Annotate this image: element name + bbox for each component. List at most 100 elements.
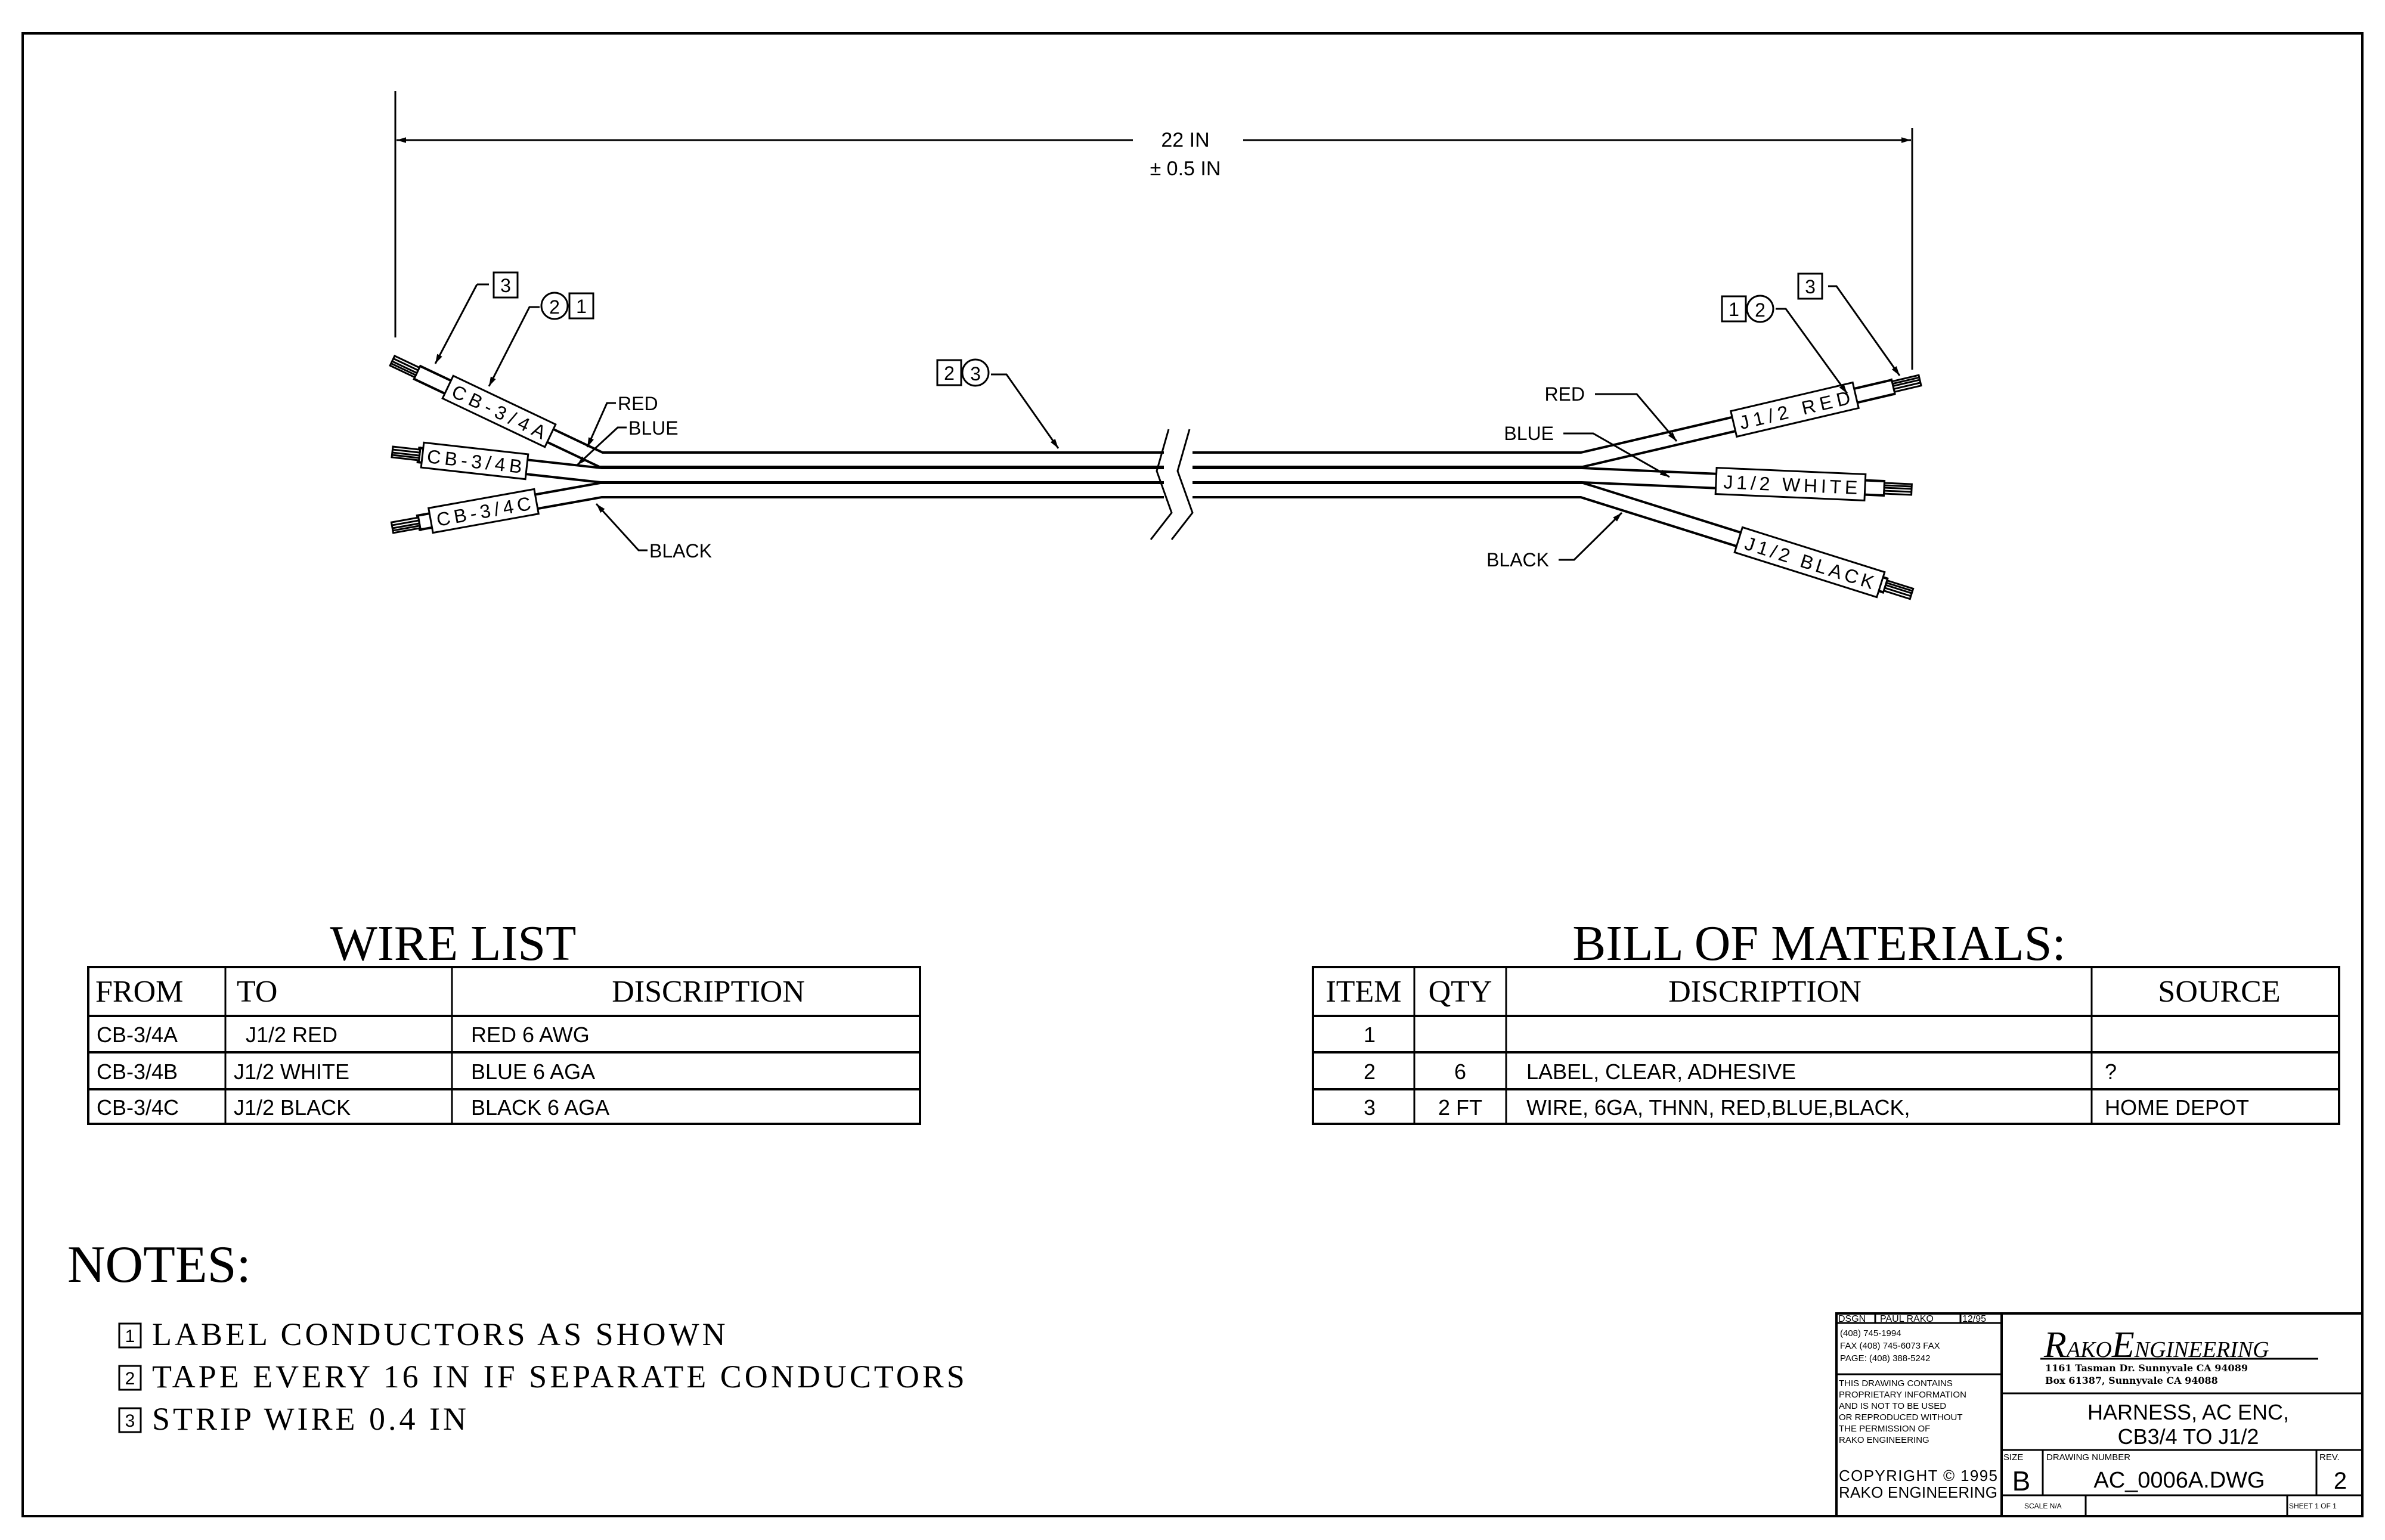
svg-text:J1/2 WHITE: J1/2 WHITE <box>234 1059 349 1084</box>
svg-text:1: 1 <box>1729 299 1739 320</box>
item-balloon <box>1746 295 1774 323</box>
svg-text:PROPRIETARY INFORMATION: PROPRIETARY INFORMATION <box>1839 1390 1966 1400</box>
size-label: SIZE <box>2003 1452 2023 1462</box>
svg-text:CB-3/4A: CB-3/4A <box>448 380 550 444</box>
dsgn-label: DSGN <box>1838 1314 1866 1324</box>
note-box <box>1797 272 1823 300</box>
notes-title: NOTES: <box>67 1236 251 1294</box>
rev-label: REV. <box>2319 1452 2340 1462</box>
note-box <box>936 359 962 386</box>
wire-color-callouts: RED BLUE BLACK RED BLUE BLACK <box>576 383 1678 571</box>
address-line2: Box 61387, Sunnyvale CA 94088 <box>2045 1375 2218 1386</box>
balloons-right: 1 2 3 <box>1721 272 1901 394</box>
wire-label: CB-3/4C <box>427 488 540 534</box>
svg-text:3: 3 <box>970 363 981 385</box>
drawing-title-line1: HARNESS, AC ENC, <box>2087 1400 2289 1424</box>
address-line1: 1161 Tasman Dr. Sunnyvale CA 94089 <box>2045 1362 2248 1374</box>
sheet-number: SHEET 1 OF 1 <box>2289 1502 2337 1510</box>
svg-text:RAKO ENGINEERING: RAKO ENGINEERING <box>1839 1435 1929 1445</box>
svg-text:THIS DRAWING CONTAINS: THIS DRAWING CONTAINS <box>1839 1378 1953 1389</box>
wire-label: J1/2 WHITE <box>1714 467 1867 501</box>
svg-text:AND IS NOT TO BE USED: AND IS NOT TO BE USED <box>1839 1401 1946 1411</box>
svg-text:1: 1 <box>576 296 587 317</box>
disclaimer: THIS DRAWING CONTAINS PROPRIETARY INFORM… <box>1839 1378 1966 1445</box>
svg-text:2: 2 <box>944 362 955 384</box>
callout-black-right: BLACK <box>1486 549 1549 571</box>
balloons-middle: 2 3 <box>936 358 1060 449</box>
svg-text:THE PERMISSION OF: THE PERMISSION OF <box>1839 1424 1930 1434</box>
wire-label: CB-3/4B <box>420 441 529 481</box>
svg-text:3: 3 <box>1805 276 1816 298</box>
pager: PAGE: (408) 388-5242 <box>1840 1353 1930 1364</box>
svg-text:3: 3 <box>125 1411 135 1431</box>
stripped-end-icon <box>1882 577 1915 600</box>
svg-text:LABEL CONDUCTORS AS SHOWN: LABEL CONDUCTORS AS SHOWN <box>152 1316 729 1352</box>
column-header: TO <box>237 975 277 1009</box>
revision: 2 <box>2334 1468 2347 1494</box>
bill-of-materials: BILL OF MATERIALS: ITEM QTY DISCRIPTION … <box>1312 916 2340 1125</box>
column-header: FROM <box>95 975 183 1009</box>
svg-text:STRIP WIRE 0.4 IN: STRIP WIRE 0.4 IN <box>152 1401 469 1437</box>
table-row: 2 6 LABEL, CLEAR, ADHESIVE ? <box>1364 1059 2117 1084</box>
note-item: 3 STRIP WIRE 0.4 IN <box>118 1401 469 1437</box>
designer: PAUL RAKO <box>1880 1314 1934 1324</box>
drawing-title-line2: CB3/4 TO J1/2 <box>2118 1424 2259 1449</box>
stripped-end-icon <box>1882 479 1913 497</box>
wire-label: CB-3/4A <box>441 374 557 448</box>
table-row: 3 2 FT WIRE, 6GA, THNN, RED,BLUE,BLACK, … <box>1364 1095 2249 1120</box>
copyright-line2: RAKO ENGINEERING <box>1839 1483 1997 1501</box>
stripped-end-icon <box>391 445 422 464</box>
drawing-number-label: DRAWING NUMBER <box>2046 1452 2130 1462</box>
item-balloon <box>961 358 990 387</box>
svg-text:OR REPRODUCED WITHOUT: OR REPRODUCED WITHOUT <box>1839 1412 1963 1423</box>
callout-blue-left: BLUE <box>628 417 679 439</box>
table-row: CB-3/4A J1/2 RED RED 6 AWG <box>97 1022 590 1047</box>
svg-text:2: 2 <box>125 1369 135 1389</box>
stripped-end-icon <box>390 514 422 534</box>
copyright-line1: COPYRIGHT © 1995 <box>1839 1467 1997 1485</box>
svg-text:2: 2 <box>1364 1059 1376 1084</box>
table-row: CB-3/4B J1/2 WHITE BLUE 6 AGA <box>97 1059 595 1084</box>
svg-text:CB-3/4B: CB-3/4B <box>97 1059 178 1084</box>
callout-red-left: RED <box>618 393 658 414</box>
svg-text:HOME DEPOT: HOME DEPOT <box>2105 1095 2249 1120</box>
note-box <box>493 271 519 299</box>
stripped-end-icon <box>389 354 422 381</box>
callout-red-right: RED <box>1544 383 1585 405</box>
svg-text:2 FT: 2 FT <box>1438 1095 1482 1120</box>
table-row: 1 <box>1364 1022 1376 1047</box>
dimension-tolerance: ± 0.5 IN <box>1150 157 1221 180</box>
notes: NOTES: 1 LABEL CONDUCTORS AS SHOWN 2 TAP… <box>67 1236 968 1437</box>
svg-text:3: 3 <box>1364 1095 1376 1120</box>
svg-text:WIRE, 6GA, THNN, RED,BLUE,BLAC: WIRE, 6GA, THNN, RED,BLUE,BLACK, <box>1526 1095 1910 1120</box>
svg-text:1: 1 <box>1364 1022 1376 1047</box>
column-header: DISCRIPTION <box>612 975 805 1009</box>
drawing-number: AC_0006A.DWG <box>2093 1468 2265 1493</box>
svg-text:LABEL, CLEAR, ADHESIVE: LABEL, CLEAR, ADHESIVE <box>1526 1059 1796 1084</box>
svg-text:BLUE 6 AGA: BLUE 6 AGA <box>471 1059 595 1084</box>
column-header: SOURCE <box>2158 975 2280 1009</box>
callout-black-left: BLACK <box>649 540 712 562</box>
svg-text:J1/2 BLACK: J1/2 BLACK <box>234 1095 351 1120</box>
stripped-end-icon <box>1890 374 1922 395</box>
svg-text:3: 3 <box>500 275 511 296</box>
note-item: 2 TAPE EVERY 16 IN IF SEPARATE CONDUCTOR… <box>118 1359 968 1395</box>
svg-text:TAPE EVERY 16 IN IF SEPARATE C: TAPE EVERY 16 IN IF SEPARATE CONDUCTORS <box>152 1359 968 1395</box>
svg-text:CB-3/4C: CB-3/4C <box>97 1095 179 1120</box>
title-block: DSGN PAUL RAKO 12/95 (408) 745-1994 FAX … <box>1835 1312 2364 1517</box>
break-symbol-icon <box>1150 429 1194 540</box>
svg-text:1: 1 <box>125 1327 135 1346</box>
svg-text:?: ? <box>2105 1059 2117 1084</box>
length-dimension: 22 IN ± 0.5 IN <box>394 91 1913 370</box>
note-box <box>1721 295 1747 323</box>
item-balloon <box>540 292 569 320</box>
harness-wires <box>389 354 1922 600</box>
column-header: DISCRIPTION <box>1668 975 1861 1009</box>
fax: FAX (408) 745-6073 FAX <box>1840 1341 1940 1351</box>
column-header: ITEM <box>1325 975 1401 1009</box>
bom-title: BILL OF MATERIALS: <box>1572 916 2066 971</box>
svg-text:RED 6 AWG: RED 6 AWG <box>471 1022 590 1047</box>
svg-text:CB-3/4A: CB-3/4A <box>97 1022 178 1047</box>
svg-text:2: 2 <box>549 296 560 318</box>
